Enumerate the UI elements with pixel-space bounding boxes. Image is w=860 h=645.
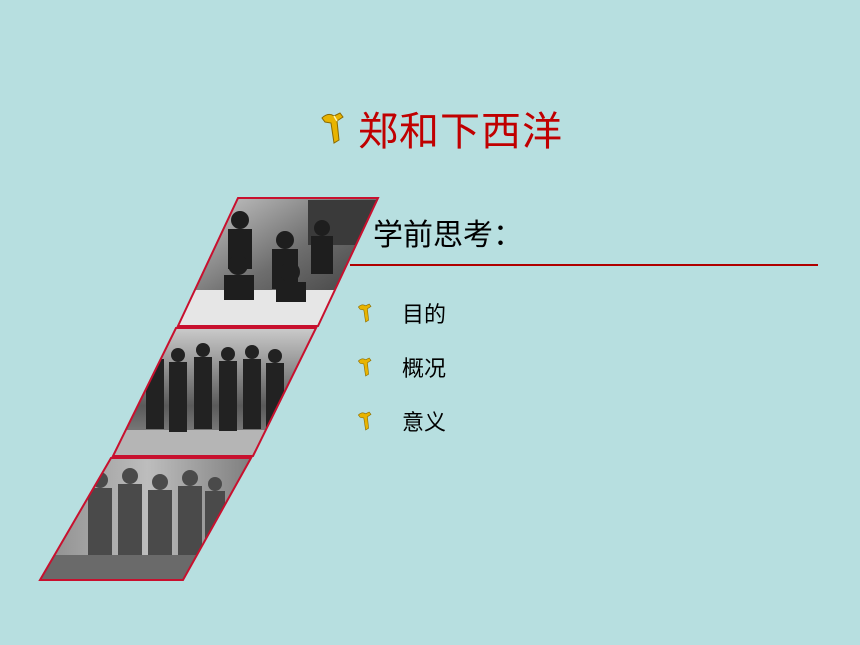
yellow-pin-icon [358,357,372,377]
photo-2 [113,328,316,456]
bullet-label-overview: 概况 [402,357,447,382]
photo-3-frame [38,457,253,581]
bullet-item: 意义 [356,394,446,448]
photo-3 [40,458,251,580]
title-row: 郑和下西洋 [318,100,563,156]
bullet-list: 目的 概况 意义 [356,286,446,448]
photo-2-frame [111,327,318,457]
photo-1 [178,198,378,326]
yellow-pin-icon [321,112,344,144]
bullet-item: 概况 [356,340,446,394]
bullet-label-significance: 意义 [402,411,447,436]
bullet-label-purpose: 目的 [402,303,447,328]
yellow-pin-icon [358,303,372,323]
divider-line [350,264,818,266]
slide-title: 郑和下西洋 [358,109,563,155]
yellow-pin-icon [358,411,372,431]
photo-1-frame [176,197,380,327]
subtitle: 学前思考： [373,218,523,253]
bullet-item: 目的 [356,286,446,340]
